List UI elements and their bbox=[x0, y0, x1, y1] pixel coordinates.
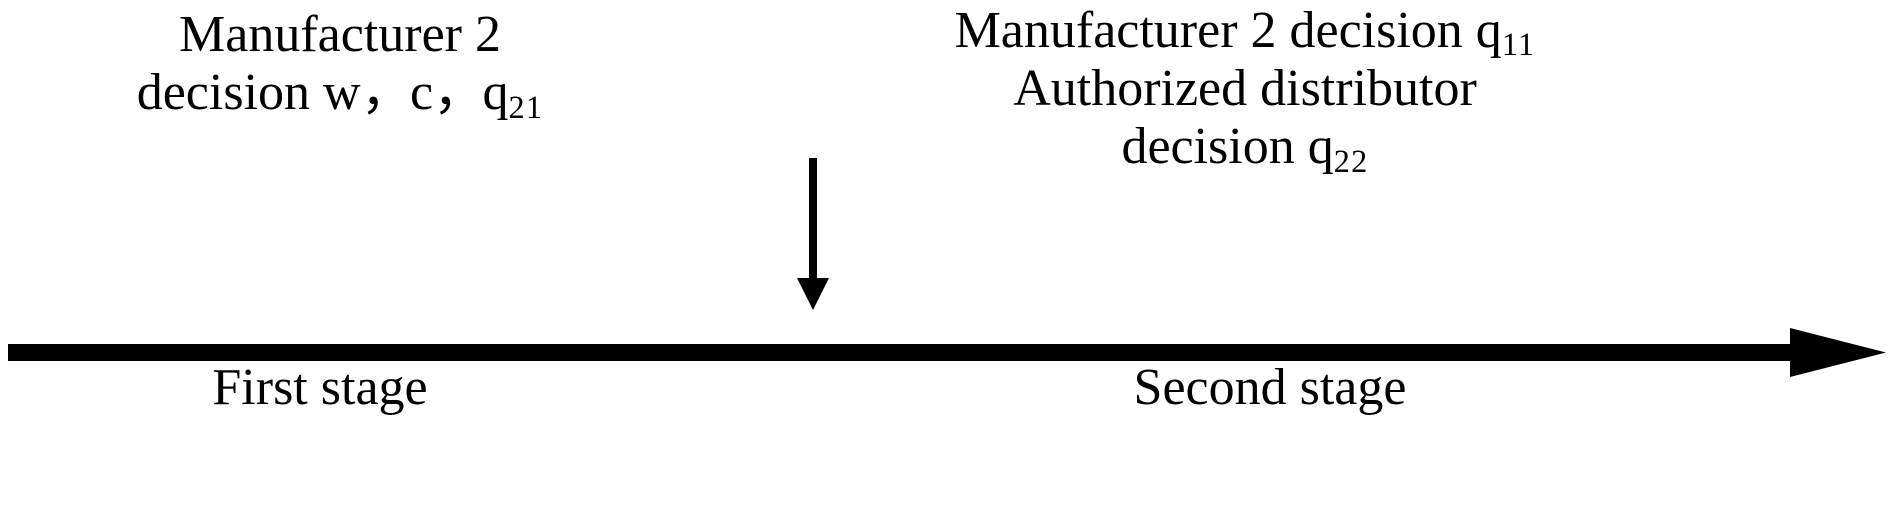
right-stage-caption: Manufacturer 2 decision q11 Authorized d… bbox=[830, 2, 1660, 179]
right-caption-line-2: Authorized distributor bbox=[1013, 60, 1477, 118]
second-stage-label: Second stage bbox=[1133, 359, 1407, 416]
left-caption-var-q-subscript: 21 bbox=[508, 88, 544, 125]
left-caption-var-q: q bbox=[482, 64, 509, 122]
right-caption-line-3-text: decision q bbox=[1121, 118, 1334, 176]
right-caption-line-1: Manufacturer 2 decision q11 bbox=[830, 2, 1660, 63]
left-caption-decision-prefix: decision w bbox=[136, 64, 361, 122]
right-caption-line-1-subscript: 11 bbox=[1501, 26, 1536, 63]
left-caption-comma-2: ， bbox=[433, 64, 486, 122]
first-stage-label: First stage bbox=[212, 359, 428, 416]
left-caption-line-1: Manufacturer 2 bbox=[179, 6, 501, 63]
right-caption-line-3: decision q22 bbox=[830, 118, 1660, 179]
left-stage-caption: Manufacturer 2 decision w，c，q21 bbox=[40, 6, 640, 125]
left-caption-var-c: c bbox=[409, 64, 434, 122]
left-caption-line-2: decision w，c，q21 bbox=[40, 64, 640, 125]
left-caption-comma-1: ， bbox=[360, 64, 413, 122]
right-caption-line-1-text: Manufacturer 2 decision q bbox=[954, 2, 1502, 59]
right-caption-line-3-subscript: 22 bbox=[1333, 142, 1369, 179]
right-arrow-icon bbox=[8, 328, 1886, 377]
down-arrow-icon bbox=[797, 158, 829, 310]
